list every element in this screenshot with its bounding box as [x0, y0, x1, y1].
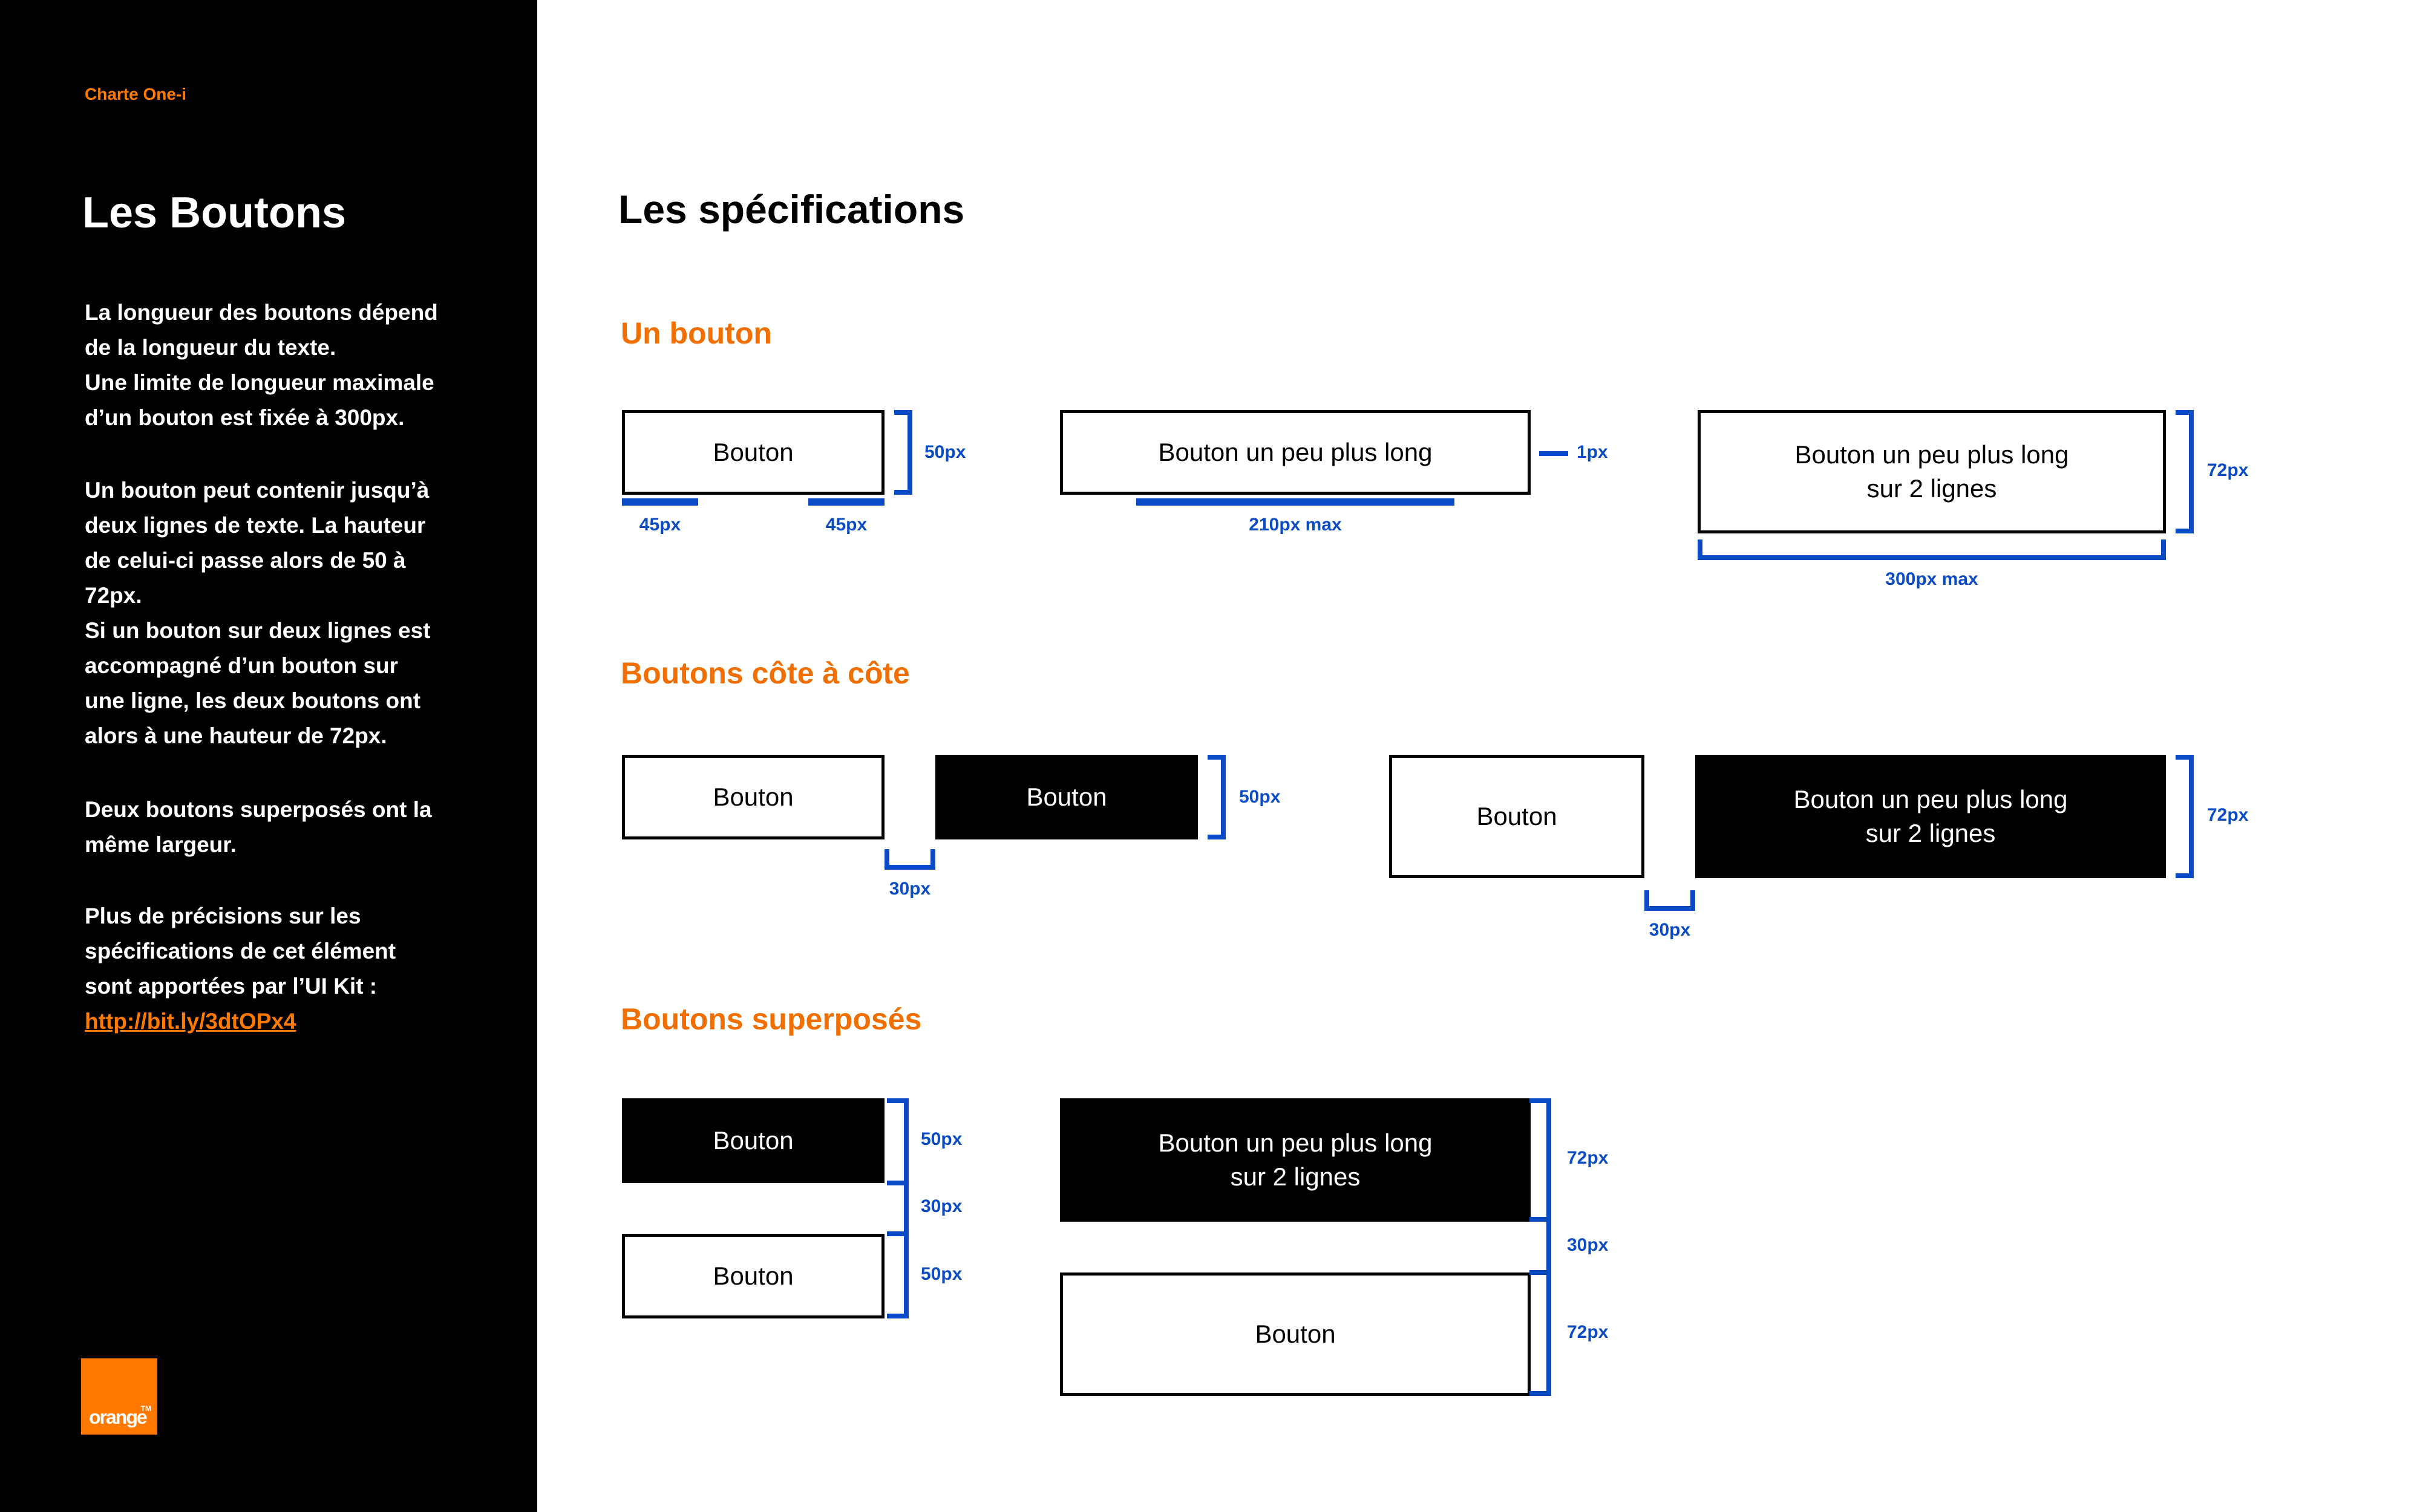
orange-logo-wordmark: orange — [89, 1406, 148, 1428]
sidebar-paragraph-4: Plus de précisions sur les spécification… — [85, 899, 496, 1039]
height-bracket-50px — [1208, 755, 1226, 839]
paragraph-line: accompagné d’un bouton sur — [85, 653, 399, 678]
sample-button-light[interactable]: Bouton — [622, 1234, 885, 1318]
button-label: Bouton — [713, 783, 794, 811]
button-label-line2: sur 2 lignes — [1230, 1162, 1361, 1191]
sidebar-paragraph-3: Deux boutons superposés ont la même larg… — [85, 792, 496, 862]
button-label: Bouton — [713, 438, 794, 466]
stack-dimension-line — [1546, 1098, 1551, 1396]
button-label-line1: Bouton un peu plus long — [1158, 1129, 1433, 1157]
main-title: Les spécifications — [618, 187, 965, 232]
paragraph-line: Deux boutons superposés ont la — [85, 797, 432, 822]
paragraph-line: sont apportées par l’UI Kit : — [85, 974, 378, 999]
dimension-tick — [887, 1181, 904, 1185]
paragraph-line: de la longueur du texte. — [85, 335, 336, 360]
paragraph-line: La longueur des boutons dépend — [85, 300, 438, 325]
sample-button-dark[interactable]: Bouton — [622, 1098, 885, 1183]
max-text-width-bar-210px — [1136, 498, 1454, 506]
paragraph-line: spécifications de cet élément — [85, 939, 396, 963]
dimension-label-45px: 45px — [639, 515, 681, 535]
dimension-label-30px: 30px — [1649, 920, 1691, 940]
sample-button-two-lines[interactable]: Bouton un peu plus long sur 2 lignes — [1698, 410, 2166, 533]
section-heading-un-bouton: Un bouton — [621, 316, 772, 350]
ui-kit-link[interactable]: http://bit.ly/3dtOPx4 — [85, 1009, 296, 1034]
sample-button-dark-two-lines[interactable]: Bouton un peu plus long sur 2 lignes — [1695, 755, 2166, 878]
paragraph-line: de celui-ci passe alors de 50 à — [85, 548, 406, 573]
dimension-label-50px: 50px — [921, 1264, 963, 1284]
dimension-label-45px: 45px — [825, 515, 868, 535]
button-label-line1: Bouton un peu plus long — [1794, 440, 2069, 469]
page-title: Les Boutons — [82, 189, 347, 237]
button-label: Bouton — [1476, 802, 1557, 830]
paragraph-line: Si un bouton sur deux lignes est — [85, 618, 431, 643]
height-bracket-72px — [2176, 410, 2194, 533]
section-heading-cote-a-cote: Boutons côte à côte — [621, 656, 910, 690]
doc-eyebrow: Charte One-i — [85, 85, 187, 103]
padding-bar-right-45px — [808, 498, 885, 506]
dimension-tick — [887, 1231, 904, 1236]
paragraph-line: 72px. — [85, 583, 142, 608]
button-label-line1: Bouton un peu plus long — [1793, 785, 2068, 813]
dimension-label-50px: 50px — [921, 1129, 963, 1149]
sample-button-light[interactable]: Bouton — [622, 755, 885, 839]
sample-button-light-tall[interactable]: Bouton — [1389, 755, 1644, 878]
dimension-label-30px: 30px — [1567, 1235, 1609, 1255]
dimension-tick — [1529, 1270, 1546, 1275]
paragraph-line: une ligne, les deux boutons ont — [85, 688, 421, 713]
paragraph-line: Un bouton peut contenir jusqu’à — [85, 478, 430, 503]
width-bracket-300px-max — [1698, 539, 2166, 560]
dimension-tick — [1529, 1098, 1546, 1103]
section-heading-superposes: Boutons superposés — [621, 1002, 922, 1036]
paragraph-line: deux lignes de texte. La hauteur — [85, 513, 426, 538]
paragraph-line: Plus de précisions sur les — [85, 904, 361, 928]
paragraph-line: alors à une hauteur de 72px. — [85, 723, 387, 748]
dimension-label-72px: 72px — [1567, 1148, 1609, 1168]
sample-button-single[interactable]: Bouton — [622, 410, 885, 495]
trademark-symbol: TM — [140, 1404, 151, 1413]
padding-bar-left-45px — [622, 498, 698, 506]
gap-bracket-30px — [885, 849, 935, 870]
border-width-dash — [1539, 451, 1568, 456]
gap-bracket-30px — [1644, 890, 1695, 911]
paragraph-line: même largeur. — [85, 832, 237, 857]
sample-button-longer[interactable]: Bouton un peu plus long — [1060, 410, 1531, 495]
dimension-label-300px-max: 300px max — [1885, 569, 1978, 589]
button-label: Bouton — [1255, 1320, 1336, 1348]
dimension-tick — [887, 1314, 904, 1318]
dimension-tick — [1529, 1217, 1546, 1222]
dimension-label-30px: 30px — [889, 879, 931, 899]
dimension-label-72px: 72px — [2207, 805, 2249, 825]
button-label: Bouton — [713, 1126, 794, 1155]
dimension-label-1px: 1px — [1577, 442, 1608, 462]
dimension-tick — [887, 1098, 904, 1103]
dimension-label-50px: 50px — [1239, 787, 1281, 807]
sidebar-paragraph-1: La longueur des boutons dépend de la lon… — [85, 295, 496, 435]
dimension-label-50px: 50px — [924, 442, 966, 462]
sample-button-light-tall[interactable]: Bouton — [1060, 1272, 1531, 1396]
button-label-line2: sur 2 lignes — [1865, 819, 1996, 847]
button-label: Bouton — [713, 1262, 794, 1290]
paragraph-line: d’un bouton est fixée à 300px. — [85, 405, 405, 430]
stack-dimension-line — [904, 1098, 909, 1318]
dimension-label-210px-max: 210px max — [1249, 515, 1342, 535]
sidebar: Charte One-i Les Boutons La longueur des… — [0, 0, 537, 1512]
button-label: Bouton — [1026, 783, 1107, 811]
paragraph-line: Une limite de longueur maximale — [85, 370, 434, 395]
sample-button-dark-two-lines[interactable]: Bouton un peu plus long sur 2 lignes — [1060, 1098, 1531, 1222]
orange-logo: orange TM — [81, 1358, 157, 1435]
sample-button-dark[interactable]: Bouton — [935, 755, 1198, 839]
button-label-line2: sur 2 lignes — [1866, 474, 1997, 503]
dimension-label-72px: 72px — [1567, 1322, 1609, 1342]
dimension-label-30px: 30px — [921, 1196, 963, 1216]
height-bracket-72px — [2176, 755, 2194, 878]
height-bracket-50px — [894, 410, 912, 495]
button-label: Bouton un peu plus long — [1158, 438, 1433, 466]
sidebar-paragraph-2: Un bouton peut contenir jusqu’à deux lig… — [85, 473, 496, 754]
dimension-label-72px: 72px — [2207, 460, 2249, 480]
dimension-tick — [1529, 1391, 1546, 1396]
